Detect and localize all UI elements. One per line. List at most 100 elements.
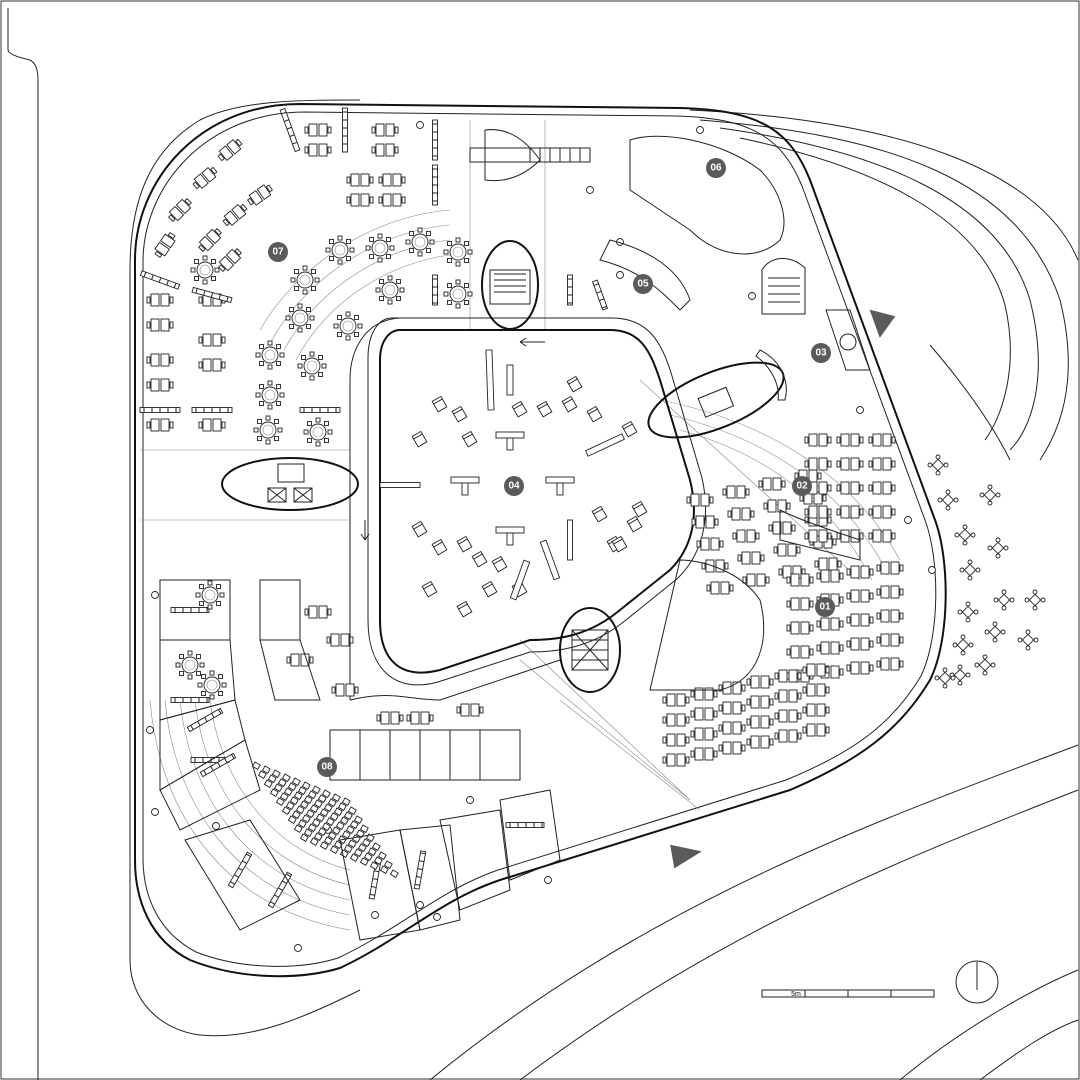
column xyxy=(748,292,756,300)
lounge-chair xyxy=(431,538,448,556)
zone-marker-06: 06 xyxy=(706,158,726,178)
bench-row xyxy=(505,822,545,828)
zone-marker-label: 01 xyxy=(819,602,831,613)
column xyxy=(416,121,424,129)
lounge-chair xyxy=(411,430,428,448)
seat xyxy=(341,797,351,806)
seat xyxy=(269,788,279,797)
round-table xyxy=(255,340,285,370)
zone-marker-circle xyxy=(792,476,812,496)
lounge-chair xyxy=(461,430,478,448)
seat xyxy=(357,843,367,852)
seat xyxy=(297,819,307,828)
seat xyxy=(325,817,335,826)
seat xyxy=(261,765,271,774)
seat xyxy=(359,857,369,866)
seat xyxy=(331,826,341,835)
outdoor-table xyxy=(979,484,1001,506)
bench-row xyxy=(139,270,181,290)
desk-cluster xyxy=(222,203,248,227)
desk-cluster xyxy=(773,543,801,557)
round-tables-layer xyxy=(175,227,473,700)
bench-row xyxy=(191,407,233,413)
bench-row xyxy=(279,107,301,153)
seat xyxy=(277,778,287,787)
desk-cluster xyxy=(774,689,802,703)
desk-cluster xyxy=(804,433,832,447)
desk-cluster xyxy=(876,585,904,599)
outdoor-table xyxy=(949,664,971,686)
desk-cluster xyxy=(706,581,734,595)
furniture-layer xyxy=(139,107,936,952)
desk-cluster xyxy=(746,715,774,729)
round-table xyxy=(333,311,363,341)
desk-cluster xyxy=(192,166,218,190)
round-table xyxy=(297,351,327,381)
lounge-chair xyxy=(456,535,473,553)
desk-cluster xyxy=(816,617,844,631)
lounge-chair xyxy=(536,400,553,418)
desk-cluster xyxy=(876,561,904,575)
desk-cluster xyxy=(146,293,174,307)
desk-cluster xyxy=(304,605,332,619)
seat xyxy=(311,818,321,827)
seat xyxy=(281,773,291,782)
seat xyxy=(323,803,333,812)
bench-row xyxy=(191,286,233,304)
desk-cluster xyxy=(286,653,314,667)
desk-cluster xyxy=(371,123,399,137)
desk-cluster xyxy=(718,721,746,735)
site-context xyxy=(7,8,1079,1080)
meeting-rooms xyxy=(159,579,561,941)
seat xyxy=(291,810,301,819)
t-table xyxy=(450,476,480,496)
desk-cluster xyxy=(198,228,222,252)
seat xyxy=(365,833,375,842)
desk-cluster xyxy=(304,123,332,137)
desk-cluster xyxy=(696,537,724,551)
round-table xyxy=(290,265,320,295)
desk-cluster xyxy=(690,747,718,761)
desk-cluster xyxy=(718,741,746,755)
seat xyxy=(363,852,373,861)
round-table xyxy=(443,279,473,309)
desk-cluster xyxy=(378,173,406,187)
entrance-arrow-icon-east xyxy=(869,309,896,338)
seat xyxy=(301,814,311,823)
bench xyxy=(506,364,514,396)
column xyxy=(856,406,864,414)
desk-cluster xyxy=(376,711,404,725)
seat xyxy=(321,822,331,831)
desk-cluster xyxy=(662,693,690,707)
desk-cluster xyxy=(662,733,690,747)
seat xyxy=(307,790,317,799)
lounge-chair xyxy=(631,500,648,518)
bench-row xyxy=(342,107,348,153)
lounge-chair xyxy=(456,600,473,618)
desk-cluster xyxy=(802,683,830,697)
column xyxy=(371,911,379,919)
desk-cluster xyxy=(746,695,774,709)
column xyxy=(433,913,441,921)
seat xyxy=(321,789,331,798)
desk-cluster xyxy=(690,727,718,741)
seat xyxy=(351,834,361,843)
central-atrium xyxy=(349,317,707,701)
desk-cluster xyxy=(346,193,374,207)
bench-row xyxy=(139,407,181,413)
desk-cluster xyxy=(816,641,844,655)
desk-cluster xyxy=(456,703,484,717)
bench xyxy=(379,482,421,488)
zone-marker-07: 07 xyxy=(268,242,288,262)
seat xyxy=(343,811,353,820)
zone-marker-label: 02 xyxy=(796,481,808,492)
outdoor-table xyxy=(937,489,959,511)
round-table xyxy=(375,275,405,305)
desk-cluster xyxy=(146,353,174,367)
desk-cluster xyxy=(846,661,874,675)
t-table xyxy=(495,431,525,451)
lounge-chair xyxy=(411,520,428,538)
lounge-chair xyxy=(626,515,643,533)
column xyxy=(696,126,704,134)
